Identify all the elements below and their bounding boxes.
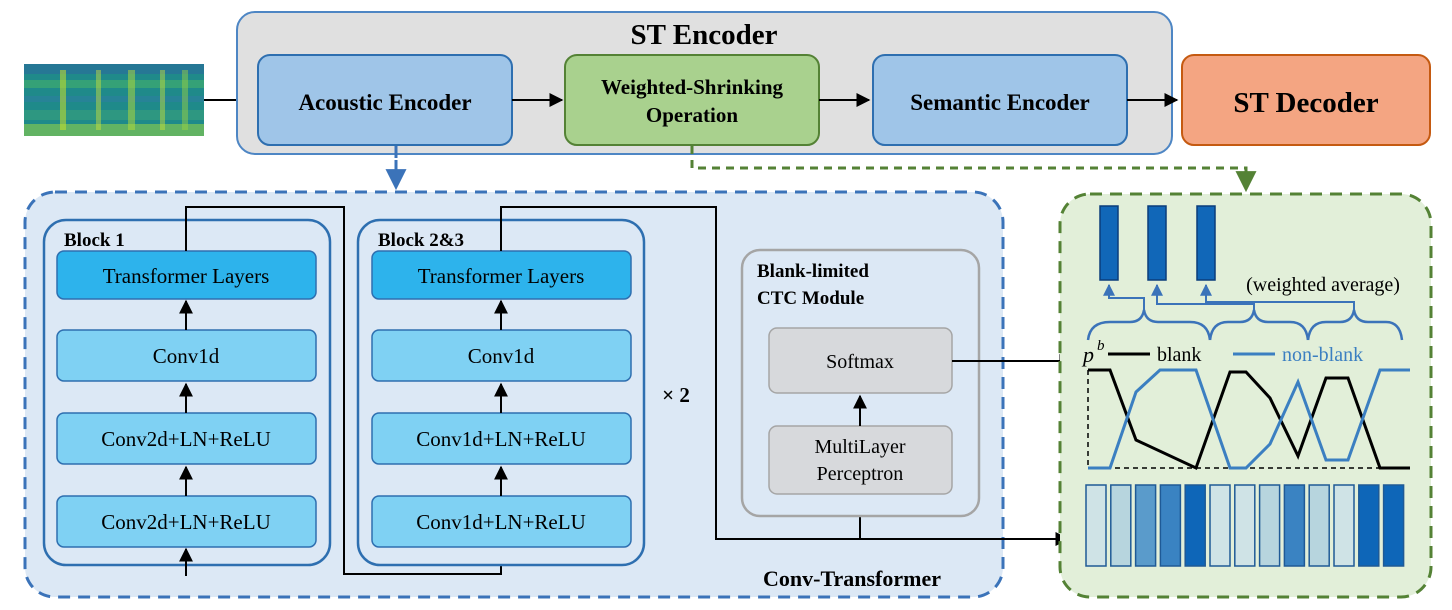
brace3-to-vector3 — [1200, 283, 1355, 310]
conv-transformer-title: Conv-Transformer — [763, 566, 941, 591]
frame-cell — [1159, 484, 1182, 567]
block23-title: Block 2&3 — [378, 230, 464, 251]
block1-conv1d-label: Conv1d — [153, 344, 220, 368]
block1-conv2d-a-label: Conv2d+LN+ReLU — [101, 427, 271, 451]
spectrogram-image — [24, 64, 204, 136]
frame-cell — [1258, 484, 1281, 567]
frame-cell — [1110, 484, 1132, 567]
weighted-shrinking-box — [564, 54, 820, 146]
frame-cell — [1085, 484, 1107, 567]
shrunk-vector-2 — [1147, 205, 1167, 281]
acoustic-encoder-label: Acoustic Encoder — [298, 90, 471, 115]
weighted-shrinking-label-line1: Weighted-Shrinking — [601, 75, 784, 99]
softmax-label: Softmax — [826, 351, 894, 373]
shrinking-expand-arrow — [690, 146, 1257, 193]
blank-legend-label: blank — [1157, 344, 1201, 366]
mlp-label-line1: MultiLayer — [814, 436, 905, 458]
frame-cell — [1333, 484, 1355, 567]
block23-conv1d-ln-a-label: Conv1d+LN+ReLU — [416, 427, 586, 451]
frame-cell — [1234, 484, 1256, 567]
mlp-label-line2: Perceptron — [817, 463, 904, 485]
st-decoder-label: ST Decoder — [1233, 87, 1378, 119]
frame-cell — [1308, 484, 1330, 567]
block1-conv2d-b-label: Conv2d+LN+ReLU — [101, 510, 271, 534]
frame-cell — [1134, 484, 1157, 567]
weighted-shrinking-label-line2: Operation — [646, 103, 738, 127]
nonblank-probability-curve — [1088, 368, 1410, 470]
frame-sequence — [1085, 484, 1405, 567]
weighted-average-label: (weighted average) — [1246, 274, 1400, 296]
semantic-encoder-label: Semantic Encoder — [910, 90, 1090, 115]
frame-cell — [1283, 484, 1306, 567]
block1-to-block23-line — [185, 206, 508, 575]
ctc-module-title-line2: CTC Module — [757, 288, 864, 309]
shrunk-vector-1 — [1099, 205, 1119, 281]
brace1-to-vector1 — [1103, 283, 1145, 310]
nonblank-legend-label: non-blank — [1282, 344, 1363, 366]
st-decoder-box — [1181, 54, 1431, 146]
block1-title: Block 1 — [64, 230, 125, 251]
shrunk-vector-3 — [1196, 205, 1216, 281]
p-superscript: b — [1097, 338, 1105, 354]
blank-probability-curve — [1088, 368, 1410, 471]
st-encoder-title: ST Encoder — [631, 19, 778, 51]
block1-transformer-label: Transformer Layers — [103, 264, 270, 288]
repeat-times-label: × 2 — [662, 383, 690, 407]
block23-transformer-label: Transformer Layers — [418, 264, 585, 288]
frame-cell — [1358, 484, 1380, 567]
frame-cell — [1382, 484, 1405, 567]
brace2-to-vector2 — [1151, 283, 1255, 310]
block23-output-line — [500, 206, 1070, 546]
ctc-module-title-line1: Blank-limited — [757, 261, 869, 282]
block23-conv1d-label: Conv1d — [468, 344, 535, 368]
frame-cell — [1184, 484, 1206, 567]
frame-cell — [1209, 484, 1231, 567]
block23-conv1d-ln-b-label: Conv1d+LN+ReLU — [416, 510, 586, 534]
p-symbol: p — [1081, 342, 1094, 367]
